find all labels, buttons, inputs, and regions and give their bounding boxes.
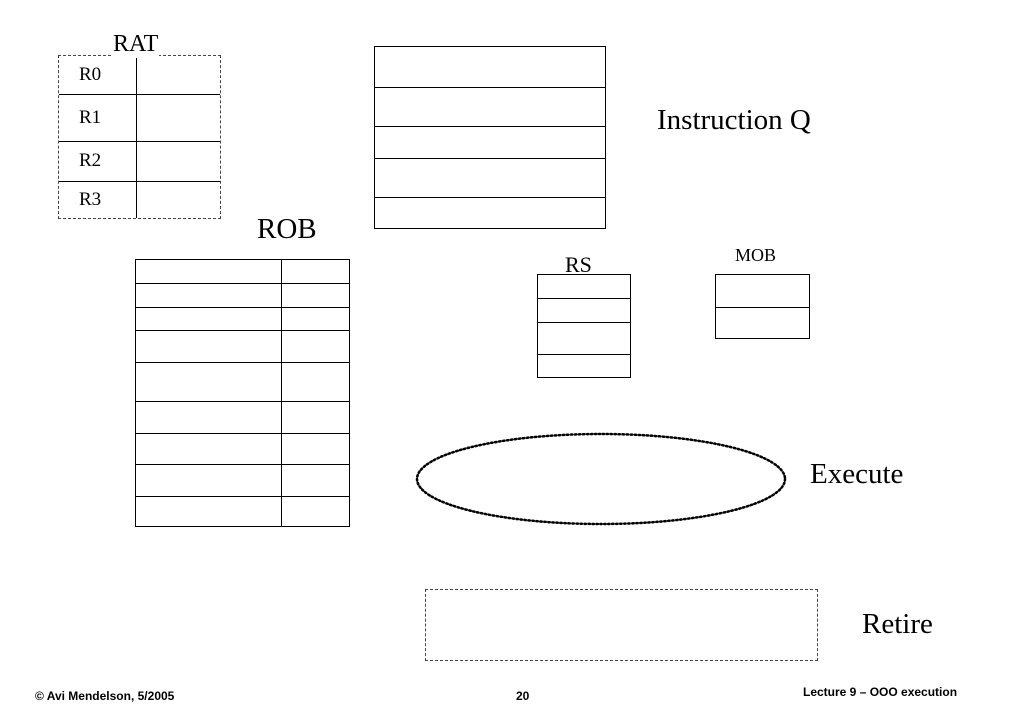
rs-row-divider: [538, 298, 630, 299]
instruction-queue-label: Instruction Q: [657, 104, 811, 136]
rat-column-divider: [136, 56, 137, 218]
rs-title: RS: [565, 252, 592, 277]
rob-row-divider: [136, 330, 349, 331]
rat-row: R2: [59, 142, 220, 182]
rs-row-divider: [538, 354, 630, 355]
rat-row: R0: [59, 56, 220, 95]
rob-title: ROB: [257, 213, 317, 245]
mob-table: [715, 274, 810, 339]
rs-row-divider: [538, 322, 630, 323]
rob-row-divider: [136, 464, 349, 465]
execute-unit-ellipse: [415, 432, 787, 526]
footer-page-number: 20: [516, 689, 530, 703]
rat-row: R3: [59, 182, 220, 219]
rat-register-label: R0: [79, 64, 102, 85]
instruction-queue-row-divider: [375, 87, 605, 88]
footer-lecture-title: Lecture 9 – OOO execution: [803, 685, 958, 699]
rat-title: RAT: [112, 30, 160, 58]
execute-label: Execute: [810, 458, 904, 490]
footer-copyright: © Avi Mendelson, 5/2005: [35, 689, 175, 703]
rat-table: R0 R1 R2 R3: [58, 55, 221, 219]
rob-row-divider: [136, 362, 349, 363]
rob-row-divider: [136, 496, 349, 497]
rob-row-divider: [136, 307, 349, 308]
rob-row-divider: [136, 433, 349, 434]
rat-register-label: R1: [79, 107, 102, 128]
rob-table: [135, 259, 350, 527]
rat-register-label: R3: [79, 189, 102, 210]
mob-row-divider: [716, 307, 809, 308]
rob-row-divider: [136, 401, 349, 402]
mob-title: MOB: [735, 245, 777, 265]
rob-column-divider: [281, 260, 282, 526]
rat-register-label: R2: [79, 150, 102, 171]
rs-table: [537, 274, 631, 378]
retire-label: Retire: [862, 608, 933, 640]
rob-row-divider: [136, 283, 349, 284]
retire-box: [425, 589, 818, 661]
instruction-queue-row-divider: [375, 126, 605, 127]
rat-row: R1: [59, 95, 220, 142]
instruction-queue-table: [374, 46, 606, 229]
instruction-queue-row-divider: [375, 197, 605, 198]
instruction-queue-row-divider: [375, 158, 605, 159]
